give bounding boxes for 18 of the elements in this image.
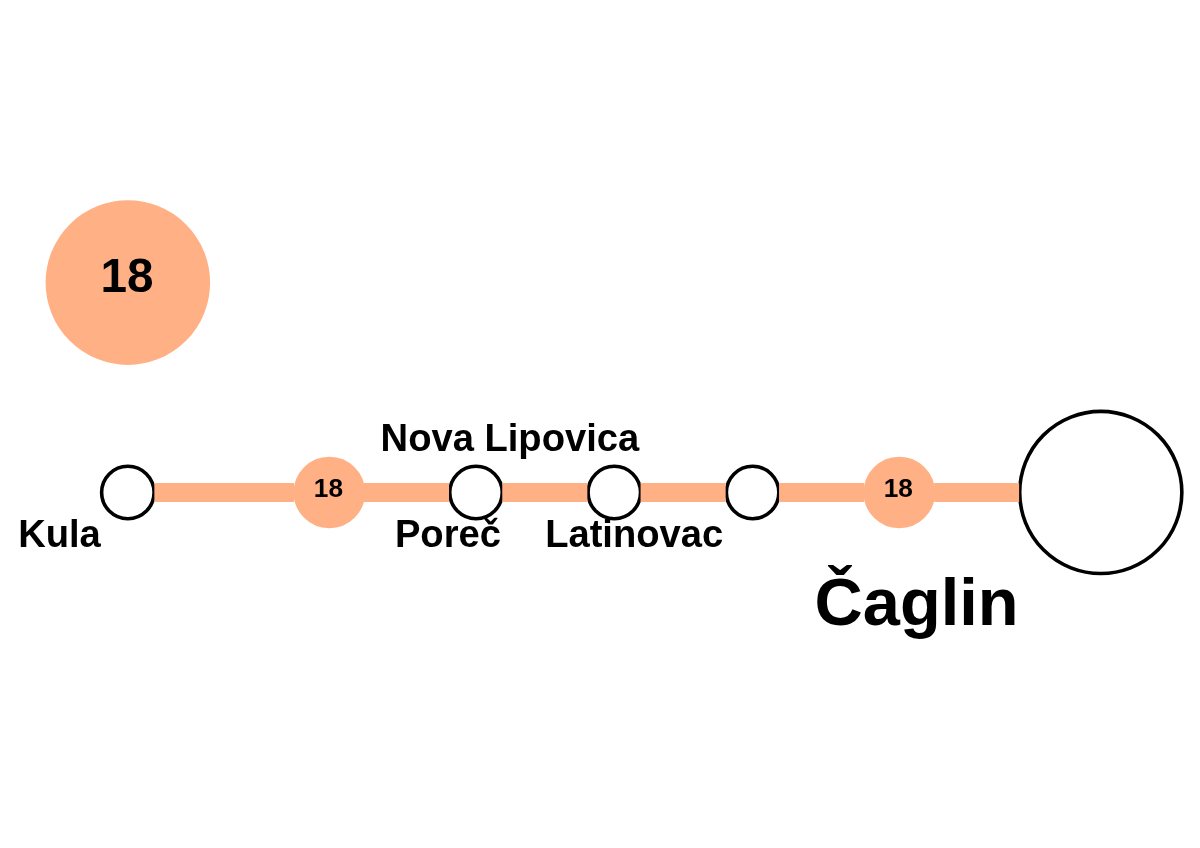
connector	[934, 482, 1020, 502]
node-label: Kula	[18, 511, 101, 555]
node-circle	[99, 463, 156, 520]
node-circle: 18	[45, 199, 211, 365]
node-circle	[724, 463, 781, 520]
node-label: Latinovac	[545, 511, 724, 555]
connector	[640, 482, 726, 502]
node-label: Čaglin	[814, 564, 1019, 639]
connector	[779, 482, 865, 502]
node-circle	[586, 463, 643, 520]
connector	[502, 482, 588, 502]
node-label: Nova Lipovica	[380, 415, 640, 459]
node-label: Poreč	[394, 511, 501, 555]
node-circle: 18	[293, 456, 366, 528]
connector	[154, 482, 295, 502]
node-circle: 18	[863, 456, 936, 528]
node-circle	[1017, 409, 1184, 575]
connector	[363, 482, 450, 502]
